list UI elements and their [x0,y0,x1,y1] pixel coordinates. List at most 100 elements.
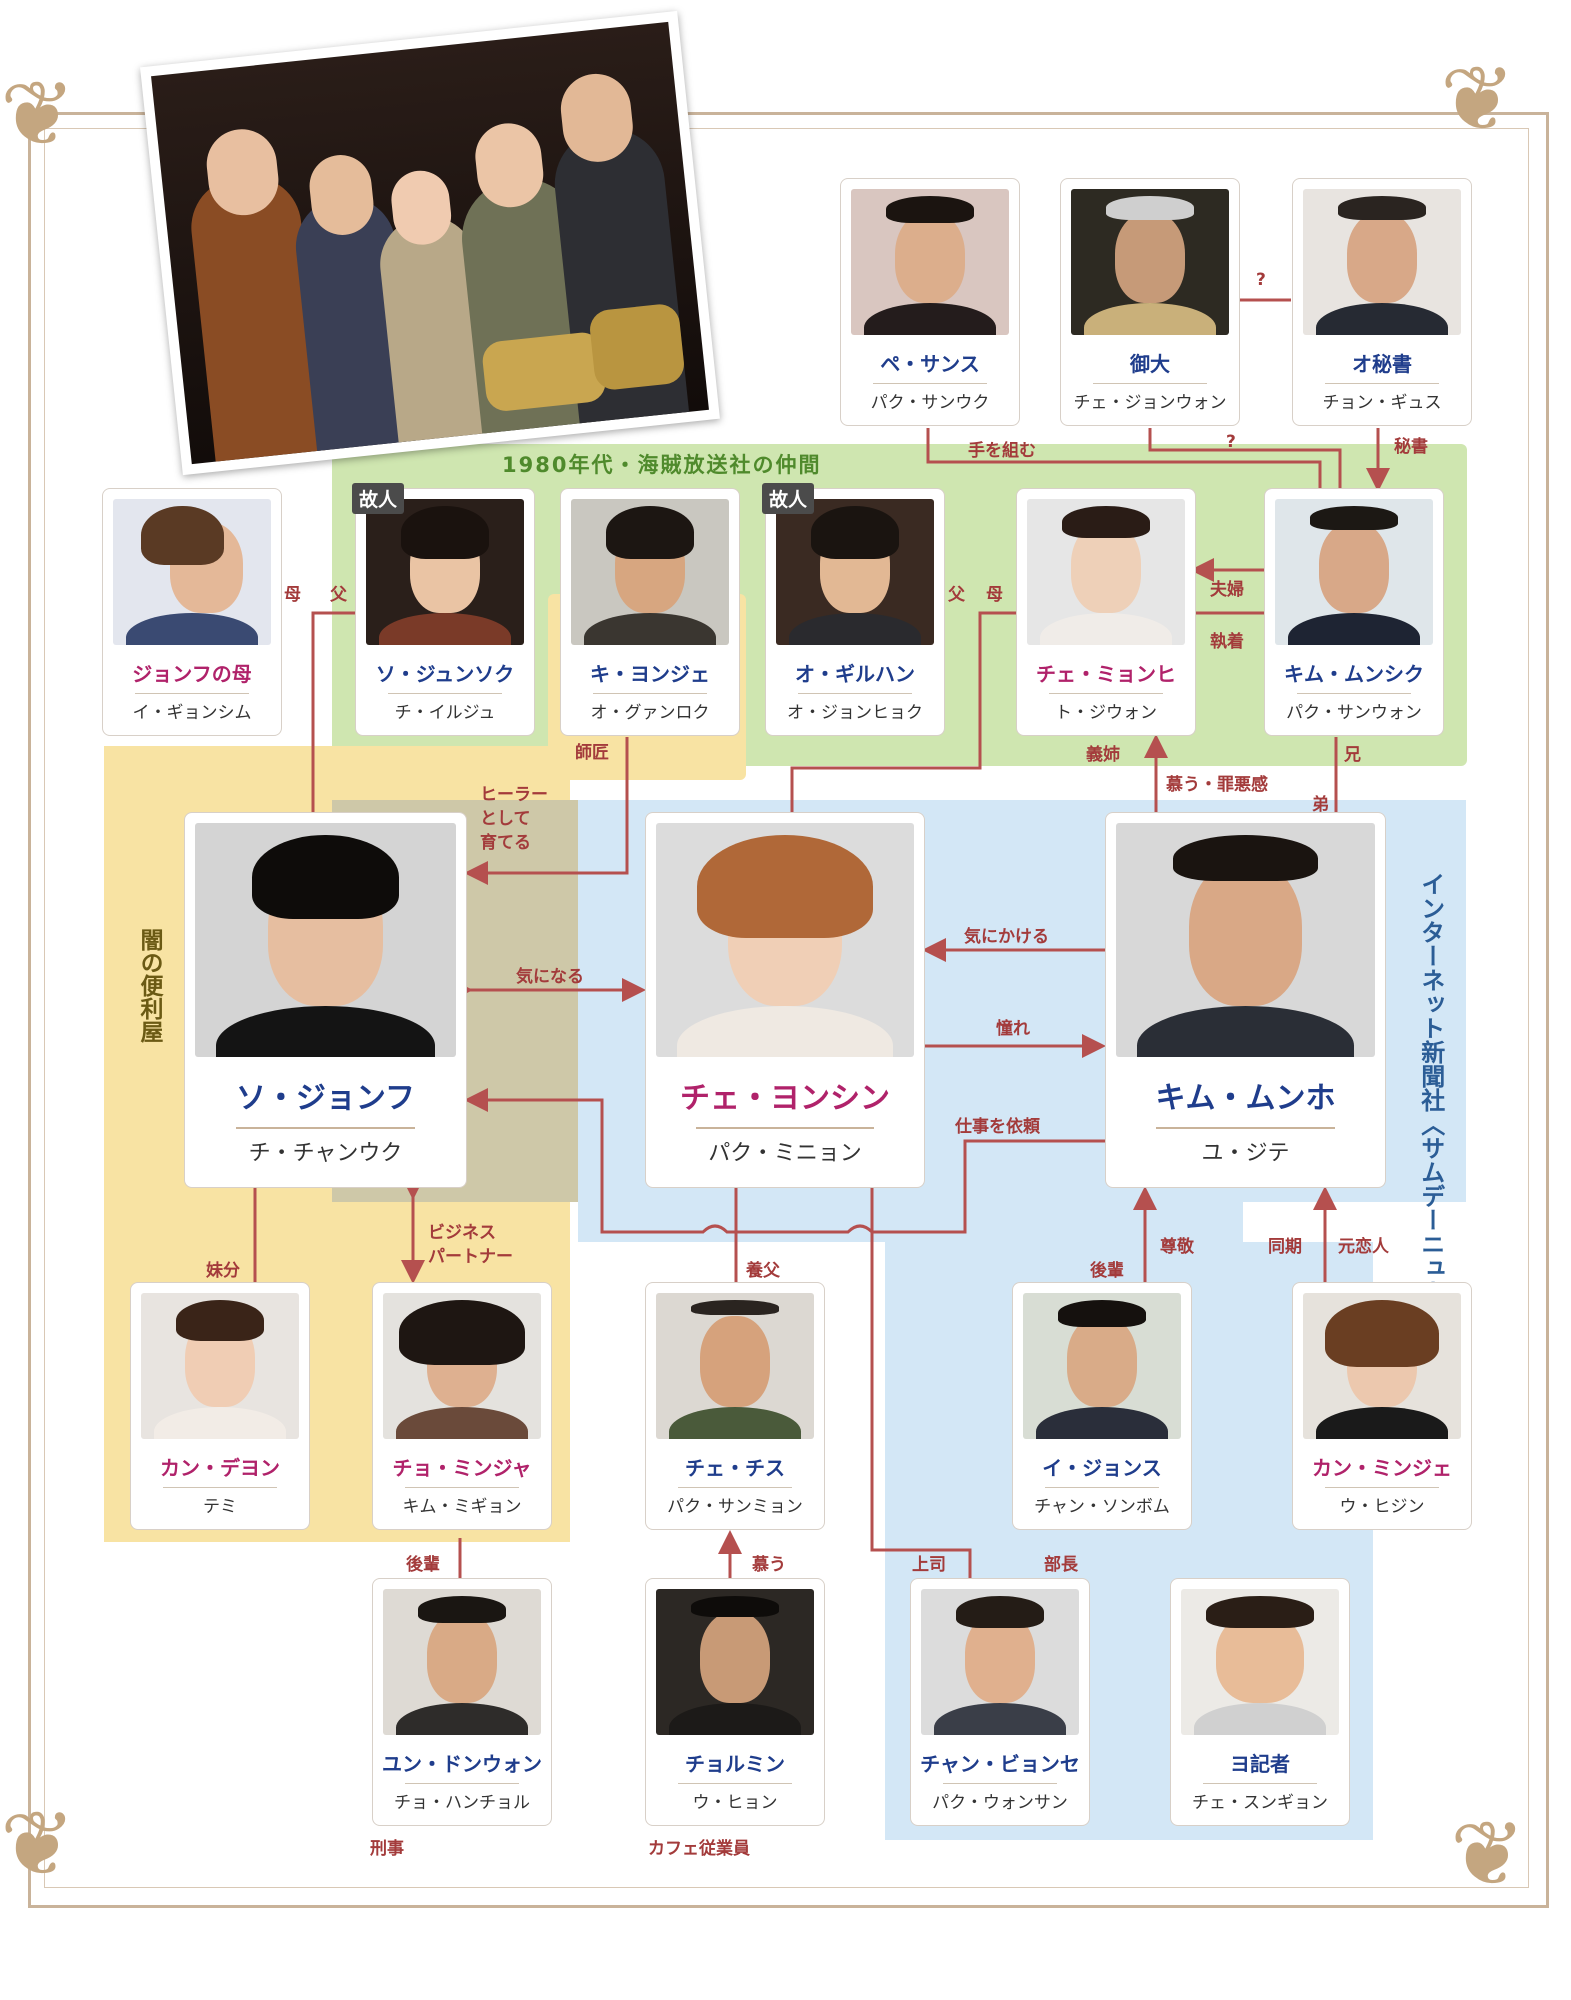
portrait-so-junsok [366,499,524,645]
pirate-group-title: 1980年代・海賊放送社の仲間 [502,453,822,477]
actor-name: ユ・ジテ [1201,1141,1290,1166]
swirl-ornament-bl-icon: ❦ [0,1792,76,1897]
card-o-gilhan[interactable]: 故人 オ・ギルハン オ・ジョンヒョク [762,483,945,736]
label-joshi: 上司 [912,1555,946,1575]
label-kohai-1: 後輩 [1090,1261,1124,1281]
portrait-kim-munsik [1275,499,1433,645]
card-yun-dongwon[interactable]: ユン・ドンウォン チョ・ハンチョル [372,1578,552,1826]
label-haha-1: 母 [284,585,301,605]
actor-name: チ・チャンウク [248,1141,403,1166]
label-gishi: 義姉 [1086,745,1120,765]
internet-group-title: インターネット新聞社〈サムデーニュース〉 [1416,872,1445,1352]
label-kininaru: 気になる [516,967,584,987]
label-question-1: ? [1256,270,1266,290]
character-name: ヨ記者 [1230,1752,1290,1776]
portrait-kim-munho [1116,823,1375,1057]
label-business-2: パートナー [428,1247,513,1267]
character-name: ソ・ジュンソク [375,662,515,686]
portrait-ki-yongje [571,499,729,645]
actor-name: イ・ギョンシム [132,703,252,723]
card-chormin[interactable]: チョルミン ウ・ヒョン [645,1578,825,1826]
card-o-hisho[interactable]: オ秘書 チョン・ギュス [1292,178,1472,426]
portrait-chwe-yonshin [656,823,914,1057]
label-shigoto: 仕事を依頼 [955,1117,1040,1137]
actor-name: パク・サンウォン [1286,703,1422,723]
label-yofu: 養父 [746,1261,780,1281]
card-yo-kisha[interactable]: ヨ記者 チェ・スンギョン [1170,1578,1350,1826]
portrait-chwe-myonhi [1027,499,1185,645]
label-healer-2: として [480,809,531,829]
actor-name: オ・グァンロク [590,703,710,723]
card-cho-minja[interactable]: チョ・ミンジャ キム・ミギョン [372,1282,552,1530]
decorative-frame [28,112,1549,1908]
card-kang-deyon[interactable]: カン・デヨン テミ [130,1282,310,1530]
portrait-o-gilhan [776,499,934,645]
card-ki-yongje[interactable]: キ・ヨンジェ オ・グァンロク [560,488,740,736]
card-kim-munsik[interactable]: キム・ムンシク パク・サンウォン [1264,488,1444,736]
character-name: オ・ギルハン [795,662,915,686]
character-name: カン・ミンジェ [1312,1456,1452,1480]
swirl-ornament-br-icon: ❦ [1450,1802,1526,1907]
label-healer-3: 育てる [480,833,531,853]
card-chwe-chisu[interactable]: チェ・チス パク・サンミョン [645,1282,825,1530]
label-healer-1: ヒーラー [480,785,548,805]
card-kim-munho[interactable]: キム・ムンホ ユ・ジテ [1105,812,1386,1188]
label-shitau: 慕う [752,1555,786,1575]
character-name: ペ・サンス [880,352,980,376]
actor-name: チェ・ジョンウォン [1073,393,1227,413]
character-name: キム・ムンホ [1155,1081,1336,1116]
actor-name: オ・ジョンヒョク [787,703,923,723]
portrait-chwe-chisu [656,1293,814,1439]
label-hisho: 秘書 [1394,437,1428,457]
card-jonghu-mother[interactable]: ジョンフの母 イ・ギョンシム [102,488,282,736]
label-sonkei: 尊敬 [1160,1237,1194,1257]
actor-name: パク・サンウク [870,393,990,413]
portrait-kang-minje [1303,1293,1461,1439]
character-name: カン・デヨン [160,1456,280,1480]
card-ondae[interactable]: 御大 チェ・ジョンウォン [1060,178,1240,426]
card-bae-sansu[interactable]: ペ・サンス パク・サンウク [840,178,1020,426]
portrait-i-jongsu [1023,1293,1181,1439]
actor-name: パク・ウォンサン [932,1793,1068,1813]
actor-name: キム・ミギョン [402,1497,522,1517]
actor-name: チョ・ハンチョル [394,1793,530,1813]
portrait-chang-byonse [921,1589,1079,1735]
portrait-jonghu-mother [113,499,271,645]
portrait-yo-kisha [1181,1589,1339,1735]
card-chwe-myonhi[interactable]: チェ・ミョンヒ ト・ジウォン [1016,488,1196,736]
portrait-chormin [656,1589,814,1735]
label-shisho: 師匠 [575,743,609,763]
card-kang-minje[interactable]: カン・ミンジェ ウ・ヒジン [1292,1282,1472,1530]
card-chang-byonse[interactable]: チャン・ビョンセ パク・ウォンサン [910,1578,1090,1826]
card-i-jongsu[interactable]: イ・ジョンス チャン・ソンボム [1012,1282,1192,1530]
actor-name: テミ [203,1497,237,1517]
swirl-ornament-tl-icon: ❦ [0,62,76,167]
portrait-so-jonghu [195,823,456,1057]
deceased-badge: 故人 [762,483,815,514]
label-fufu: 夫婦 [1210,580,1244,600]
label-keiji: 刑事 [370,1839,404,1859]
label-ani: 兄 [1344,745,1361,765]
label-kohai-2: 後輩 [406,1555,440,1575]
card-chwe-yonshin[interactable]: チェ・ヨンシン パク・ミニョン [645,812,925,1188]
label-kinikakeru: 気にかける [964,927,1049,947]
label-imoutobun: 妹分 [206,1261,240,1281]
label-chichi-1: 父 [330,585,347,605]
actor-name: チェ・スンギョン [1192,1793,1328,1813]
label-tewokumu: 手を組む [968,441,1036,461]
portrait-bae-sansu [851,189,1009,335]
character-name: オ秘書 [1352,352,1412,376]
actor-name: パク・ミニョン [708,1141,862,1166]
character-name: 御大 [1130,352,1170,376]
actor-name: ウ・ヒジン [1339,1497,1425,1517]
character-name: イ・ジョンス [1042,1456,1162,1480]
portrait-yun-dongwon [383,1589,541,1735]
label-shitau-zaiaku: 慕う・罪悪感 [1166,775,1268,795]
portrait-kang-deyon [141,1293,299,1439]
character-name: ジョンフの母 [132,662,252,686]
actor-name: ウ・ヒョン [692,1793,778,1813]
card-so-jonghu[interactable]: ソ・ジョンフ チ・チャンウク [184,812,467,1188]
internet-region-lower [578,1202,868,1242]
card-so-junsok[interactable]: 故人 ソ・ジュンソク チ・イルジュ [352,483,535,736]
